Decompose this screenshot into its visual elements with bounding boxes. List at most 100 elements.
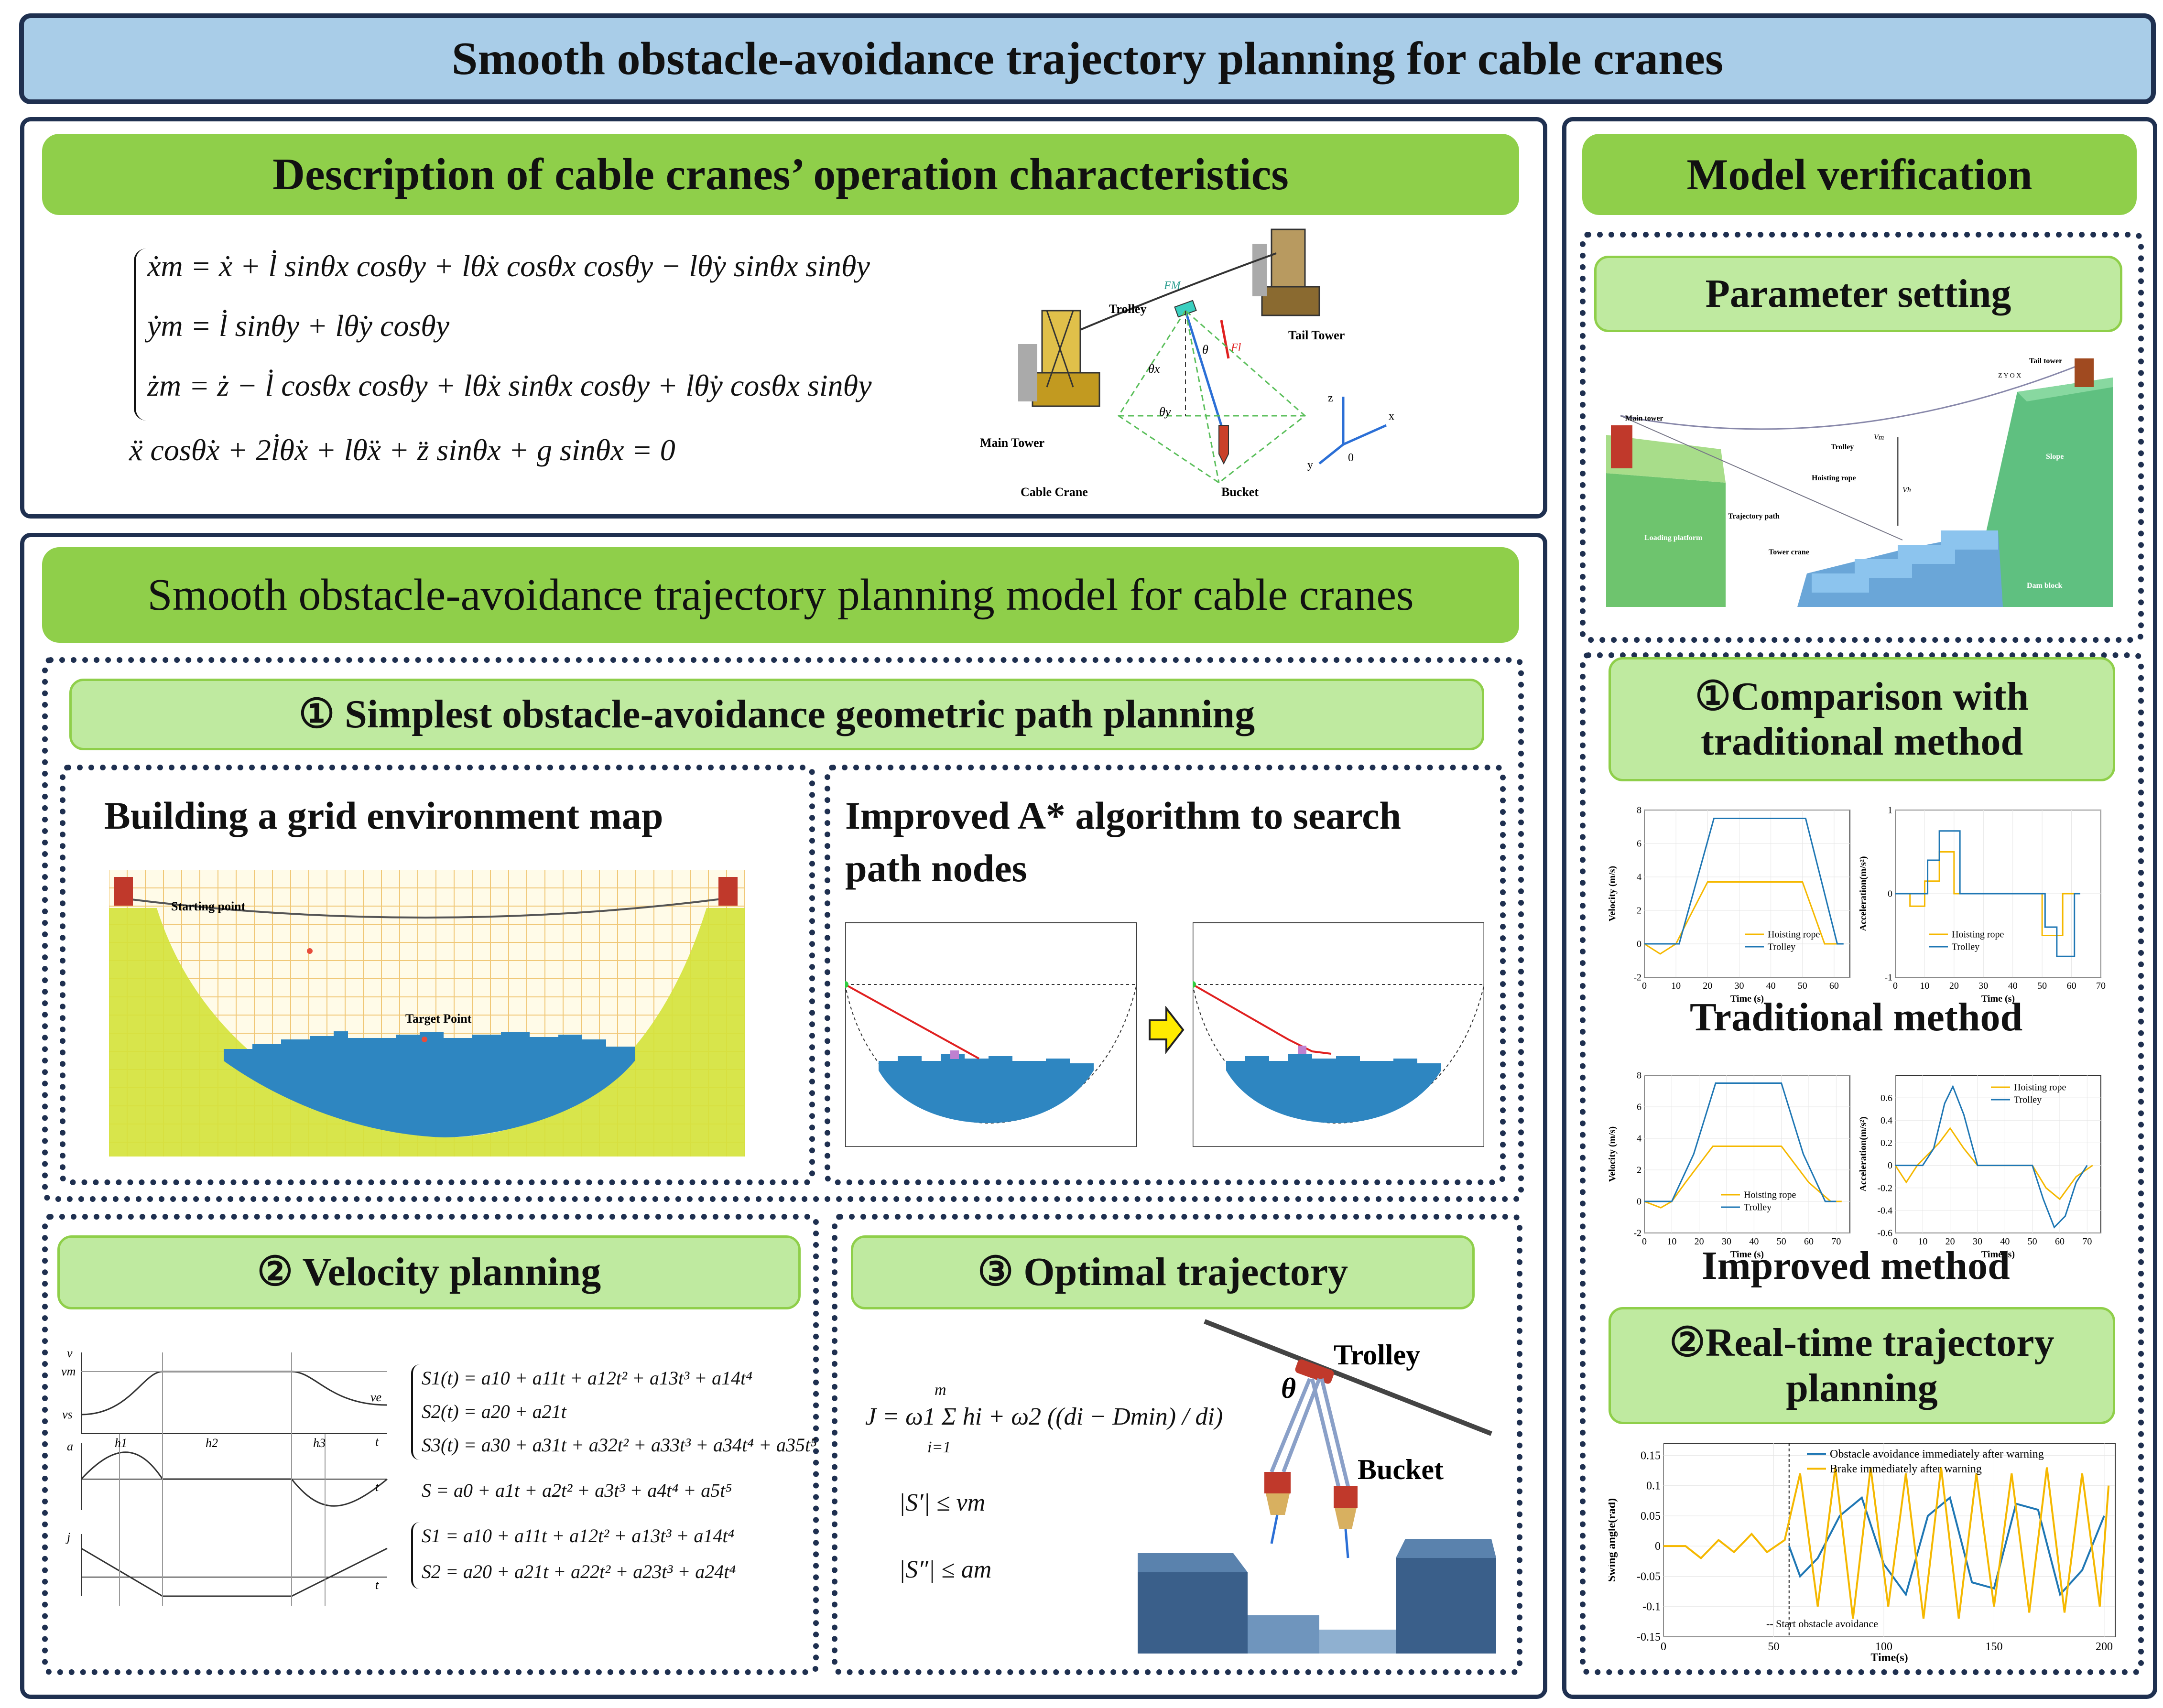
y-tick-label: 0.4 bbox=[1880, 1115, 1892, 1126]
equation-brace bbox=[134, 249, 146, 421]
model-heading: Smooth obstacle-avoidance trajectory pla… bbox=[42, 547, 1519, 643]
x-tick-label: 0 bbox=[1661, 1641, 1666, 1653]
vm-param-label: Vm bbox=[1874, 433, 1884, 442]
main-cable-line bbox=[123, 897, 726, 919]
y-tick-label: -2 bbox=[1633, 1228, 1641, 1239]
axis-y-label: y bbox=[1307, 459, 1313, 471]
comparison-heading: ①Comparison with traditional method bbox=[1609, 657, 2115, 781]
main-cable bbox=[1080, 252, 1277, 331]
starting-point-label: Starting point bbox=[171, 899, 246, 913]
optimal-trajectory-figure: Trolley Bucket θ bbox=[1138, 1319, 1496, 1654]
improved-method-label: Improved method bbox=[1702, 1243, 2010, 1288]
page-title-bar: Smooth obstacle-avoidance trajectory pla… bbox=[19, 13, 2156, 104]
legend-label: Hoisting rope bbox=[1768, 930, 1820, 940]
x-tick-label: 70 bbox=[1831, 1236, 1841, 1247]
equation-s-quintic: S = a0 + a1t + a2t² + a3t³ + a4t⁴ + a5t⁵ bbox=[422, 1480, 732, 1501]
target-point-label: Target Point bbox=[405, 1012, 472, 1026]
x-axis-label: Time (s) bbox=[1981, 994, 2015, 1004]
step3-section bbox=[832, 1214, 1522, 1675]
theta-label: θ bbox=[1202, 343, 1208, 357]
theta-3d-label: θ bbox=[1281, 1373, 1296, 1404]
y-tick-label: 4 bbox=[1637, 872, 1641, 883]
j-label: j bbox=[65, 1530, 70, 1544]
hoisting-rope-param-label: Hoisting rope bbox=[1812, 474, 1856, 482]
legend-label: Brake immediately after warning bbox=[1830, 1463, 1982, 1475]
axis-z-label: z bbox=[1328, 392, 1333, 404]
y-tick-label: 0 bbox=[1637, 939, 1641, 950]
x-tick-label: 20 bbox=[1946, 1236, 1955, 1247]
cable-crane-label: Cable Crane bbox=[1021, 485, 1088, 499]
x-tick-label: 40 bbox=[1749, 1236, 1759, 1247]
series-line-0 bbox=[1895, 851, 2077, 936]
bucket-label: Bucket bbox=[1221, 485, 1259, 499]
x-axis-label: Time (s) bbox=[1730, 994, 1764, 1004]
y-axis-label: Velocity (m/s) bbox=[1609, 866, 1618, 921]
y-axis bbox=[1318, 443, 1344, 465]
x-tick-label: 200 bbox=[2096, 1641, 2113, 1653]
acceleration-constraint: |S″| ≤ am bbox=[899, 1556, 992, 1583]
x-tick-label: 30 bbox=[1722, 1236, 1731, 1247]
y-tick-label: 0 bbox=[1888, 1160, 1892, 1171]
y-tick-label: 0.1 bbox=[1646, 1480, 1661, 1492]
tail-tower-label: Tail Tower bbox=[1288, 328, 1345, 342]
y-tick-label: -0.2 bbox=[1877, 1183, 1892, 1193]
legend-label: Obstacle avoidance immediately after war… bbox=[1830, 1448, 2044, 1460]
description-heading: Description of cable cranes’ operation c… bbox=[42, 134, 1519, 215]
astar-box bbox=[825, 765, 1506, 1185]
sum-lower-limit: i=1 bbox=[927, 1438, 951, 1456]
x-tick-label: 60 bbox=[2055, 1236, 2065, 1247]
y-tick-label: 2 bbox=[1637, 906, 1641, 916]
y-tick-label: 6 bbox=[1637, 1102, 1641, 1113]
series-line-0 bbox=[1644, 1146, 1842, 1209]
t-label-3: t bbox=[375, 1578, 379, 1592]
y-tick-label: 0 bbox=[1637, 1197, 1641, 1207]
series-line-1 bbox=[1663, 1467, 2110, 1619]
x-tick-label: 100 bbox=[1875, 1641, 1892, 1653]
page-title: Smooth obstacle-avoidance trajectory pla… bbox=[451, 33, 1724, 85]
x-axis-label: Time(s) bbox=[1870, 1652, 1908, 1663]
equation-xm: ẋm = ẋ + l̇ sinθx cosθy + lθ̇x cosθx cos… bbox=[147, 249, 870, 283]
series-line-1 bbox=[1644, 818, 1844, 945]
y-tick-label: 8 bbox=[1637, 1070, 1641, 1081]
x-tick-label: 60 bbox=[2067, 981, 2076, 991]
vh-param-label: Vh bbox=[1902, 486, 1911, 494]
h1-label: h1 bbox=[115, 1436, 127, 1450]
equation-s2: S2 = a20 + a21t + a22t² + a23t³ + a24t⁴ bbox=[422, 1561, 736, 1582]
x-tick-label: 30 bbox=[1973, 1236, 1982, 1247]
plot-area bbox=[1644, 810, 1850, 978]
parameter-scene-figure: Main tower Tail tower Z Y O X Trolley Vm… bbox=[1606, 357, 2113, 607]
y-tick-label: 0 bbox=[1888, 889, 1892, 899]
y-tick-label: -1 bbox=[1884, 973, 1892, 983]
equation-s1: S1 = a10 + a11t + a12t² + a13t³ + a14t⁴ bbox=[422, 1525, 735, 1546]
main-tower-param-label: Main tower bbox=[1625, 414, 1663, 422]
x-tick-label: 70 bbox=[2096, 981, 2106, 991]
equation-s2t: S2(t) = a20 + a21t bbox=[422, 1401, 566, 1422]
y-tick-label: -0.15 bbox=[1637, 1631, 1661, 1643]
legend-label: Trolley bbox=[2014, 1095, 2042, 1105]
v-label: v bbox=[67, 1348, 73, 1360]
astar-after-figure bbox=[1193, 922, 1484, 1147]
y-tick-label: 6 bbox=[1637, 839, 1641, 849]
legend-label: Trolley bbox=[1952, 942, 1979, 952]
x-tick-label: 10 bbox=[1671, 981, 1681, 991]
brace-s-quartic bbox=[411, 1522, 420, 1589]
x-axis-label: Time (s) bbox=[1981, 1249, 2015, 1259]
trolley-label: Trolley bbox=[1109, 302, 1146, 316]
direction-arrow bbox=[1149, 1006, 1185, 1054]
tower-crane-param-label: Tower crane bbox=[1769, 548, 1809, 556]
equation-s3t: S3(t) = a30 + a31t + a32t² + a33t³ + a34… bbox=[422, 1434, 817, 1456]
main-tower-shape bbox=[1018, 310, 1100, 407]
x-tick-label: 60 bbox=[1804, 1236, 1814, 1247]
astar-before-figure bbox=[845, 922, 1137, 1147]
fl-label: Fl bbox=[1230, 342, 1241, 354]
y-tick-label: 1 bbox=[1888, 805, 1892, 816]
start-obstacle-annotation: -- Start obstacle avoidance bbox=[1766, 1618, 1878, 1630]
kinematic-equations: ẋm = ẋ + l̇ sinθx cosθy + lθ̇x cosθx cos… bbox=[120, 244, 980, 492]
y-axis-label: Acceleration(m/s²) bbox=[1859, 856, 1869, 931]
x-tick-label: 10 bbox=[1918, 1236, 1927, 1247]
x-axis-label: Time (s) bbox=[1730, 1249, 1764, 1259]
x-tick-label: 20 bbox=[1703, 981, 1712, 991]
